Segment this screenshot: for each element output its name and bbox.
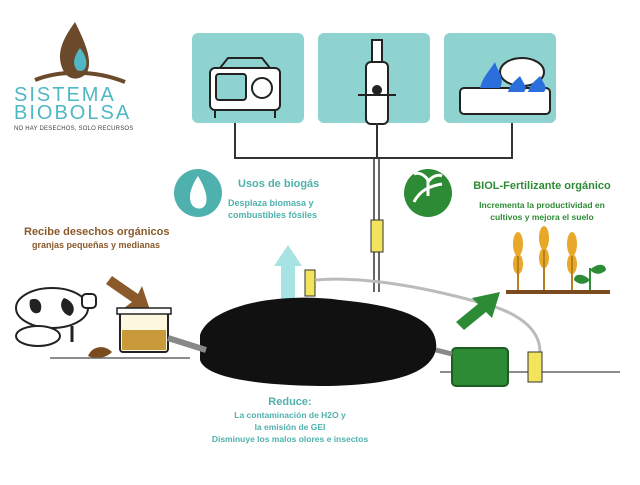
logo-tagline: NO HAY DESECHOS, SOLO RECURSOS xyxy=(14,126,134,132)
reduce-block: Reduce: La contaminación de H2O y la emi… xyxy=(180,396,400,444)
input-block: Recibe desechos orgánicos granjas pequeñ… xyxy=(24,226,224,250)
bag-gas-valve xyxy=(304,269,316,297)
outlet-pipe xyxy=(435,347,453,357)
valve-icon xyxy=(370,219,384,253)
gas-distribution-pipe xyxy=(234,123,513,159)
biogas-line2: combustibles fósiles xyxy=(228,210,318,220)
filter-icon xyxy=(358,39,396,125)
biogas-line1: Desplaza biomasa y xyxy=(228,198,314,208)
reduce-line2: la emisión de GEI xyxy=(254,422,326,432)
manure-pile xyxy=(88,347,112,359)
wheat-icon xyxy=(506,226,610,294)
gas-hose xyxy=(314,277,542,353)
biol-block: BIOL-Fertilizante orgánico Incrementa la… xyxy=(452,180,632,222)
gas-stove-icon xyxy=(459,57,551,115)
logo-line2: BIOBOLSA xyxy=(14,102,132,124)
flame-icon xyxy=(174,169,222,217)
biol-line1: Incrementa la productividad en xyxy=(479,200,605,210)
reduce-title: Reduce: xyxy=(268,396,312,408)
inlet-tank xyxy=(116,307,172,353)
inlet-pipe xyxy=(167,335,207,353)
logo-drop-icon xyxy=(34,22,126,84)
cow-icon xyxy=(15,287,97,347)
biol-line2: cultivos y mejora el suelo xyxy=(490,212,594,222)
reduce-line1: La contaminación de H2O y xyxy=(234,410,346,420)
biogas-title: Usos de biogás xyxy=(238,178,320,190)
outlet-valve xyxy=(527,351,543,383)
biobag xyxy=(200,297,437,386)
biol-title: BIOL-Fertilizante orgánico xyxy=(473,180,611,192)
biogas-up-arrow xyxy=(274,245,302,300)
input-title: Recibe desechos orgánicos xyxy=(24,226,170,238)
generator-icon xyxy=(209,57,281,118)
logo-line1: SISTEMA xyxy=(14,84,116,106)
biol-tank xyxy=(451,347,509,387)
output-arrow xyxy=(456,292,500,330)
biogas-block: Usos de biogás Desplaza biomasa y combus… xyxy=(228,178,368,220)
reduce-line3: Disminuye los malos olores e insectos xyxy=(211,434,369,444)
logo: SISTEMA BIOBOLSA NO HAY DESECHOS, SOLO R… xyxy=(14,84,154,132)
input-subtitle: granjas pequeñas y medianas xyxy=(32,240,161,250)
plant-hand-icon xyxy=(404,169,452,217)
input-arrow xyxy=(106,276,150,310)
